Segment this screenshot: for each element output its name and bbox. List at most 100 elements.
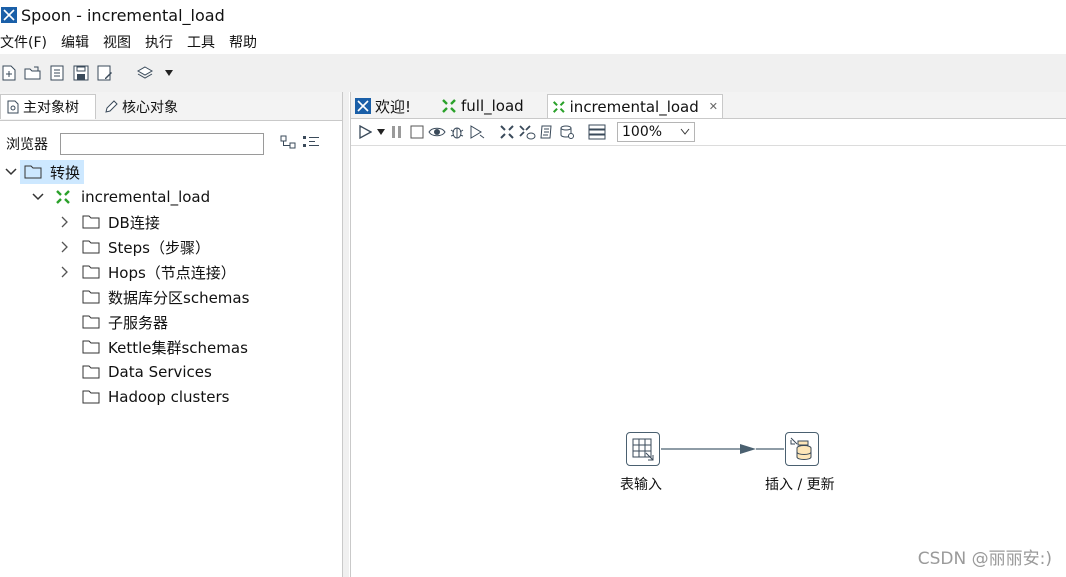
folder-icon: [24, 164, 42, 180]
tree-folder-row[interactable]: Steps（步骤）: [56, 235, 210, 259]
browser-row: 浏览器: [0, 130, 342, 158]
layers-icon[interactable]: [136, 64, 154, 82]
tree-transformation-label: incremental_load: [81, 188, 211, 206]
tree-folder-row[interactable]: Hadoop clusters: [82, 385, 229, 409]
editor-tabs: 欢迎! full_load incremental_load ✕: [351, 92, 1066, 119]
list-view-icon[interactable]: [302, 135, 320, 153]
chevron-right-icon[interactable]: [56, 238, 74, 256]
tree-folder-label: 数据库分区schemas: [108, 288, 250, 307]
run-icon[interactable]: [355, 122, 375, 142]
step-label-insert-update: 插入 / 更新: [765, 477, 835, 493]
menu-file[interactable]: 文件(F): [0, 35, 47, 51]
menu-run[interactable]: 执行: [144, 35, 173, 51]
left-panel: 主对象树 核心对象 浏览器 转换: [0, 92, 343, 577]
step-label-table-input: 表输入: [620, 477, 662, 493]
watermark-text: CSDN @丽丽安:): [917, 549, 1052, 569]
chevron-down-icon[interactable]: [2, 163, 20, 181]
open-folder-icon[interactable]: [24, 64, 42, 82]
stop-icon[interactable]: [407, 122, 427, 142]
menu-view[interactable]: 视图: [102, 35, 131, 51]
insert-update-icon: [790, 437, 812, 461]
menu-tools[interactable]: 工具: [186, 35, 215, 51]
pane-splitter[interactable]: [343, 92, 349, 577]
show-results-icon[interactable]: [587, 122, 607, 142]
transformation-icon: [442, 99, 456, 113]
spoon-icon: [355, 98, 371, 114]
canvas-toolbar: 100%: [351, 119, 1066, 146]
verify-icon[interactable]: [497, 122, 517, 142]
menu-bar: 文件(F) 编辑 视图 执行 工具 帮助: [0, 30, 1066, 54]
tab-full-load-label: full_load: [461, 97, 524, 115]
explore-repository-icon[interactable]: [48, 64, 66, 82]
chevron-right-icon[interactable]: [56, 213, 74, 231]
chevron-down-icon[interactable]: [160, 64, 178, 82]
tree-root-label: 转换: [50, 163, 81, 182]
preview-eye-icon[interactable]: [427, 122, 447, 142]
step-table-input[interactable]: [626, 432, 660, 466]
tab-incremental-load[interactable]: incremental_load ✕: [547, 94, 723, 118]
menu-help[interactable]: 帮助: [228, 35, 257, 51]
chevron-right-icon[interactable]: [56, 263, 74, 281]
expand-collapse-icon[interactable]: [280, 135, 296, 153]
tree-folder-row[interactable]: 数据库分区schemas: [82, 285, 249, 309]
tab-incremental-load-label: incremental_load: [569, 97, 699, 116]
tree-folder-row[interactable]: 子服务器: [82, 310, 168, 334]
tree-folder-label: Kettle集群schemas: [108, 338, 248, 357]
window-title: Spoon - incremental_load: [21, 5, 225, 25]
tab-welcome-label: 欢迎!: [375, 97, 412, 116]
title-bar: Spoon - incremental_load: [0, 0, 1066, 30]
tab-main-object-tree-label: 主对象树: [23, 100, 79, 116]
tree-folder-label: Hadoop clusters: [108, 388, 230, 406]
run-options-chevron-icon[interactable]: [375, 122, 387, 142]
zoom-value: 100%: [622, 124, 663, 140]
tree-folder-label: DB连接: [108, 213, 160, 232]
tree-root-row[interactable]: 转换: [2, 160, 85, 184]
document-icon: [7, 100, 19, 114]
tab-main-object-tree[interactable]: 主对象树: [0, 94, 96, 119]
step-insert-update[interactable]: [785, 432, 819, 466]
tree-folder-label: Data Services: [108, 363, 212, 381]
tree-folder-row[interactable]: Data Services: [82, 360, 212, 384]
chevron-down-icon[interactable]: [29, 188, 47, 206]
main-toolbar: [0, 54, 1066, 92]
folder-icon: [82, 314, 100, 330]
impact-icon[interactable]: [517, 122, 537, 142]
tree-folder-row[interactable]: DB连接: [56, 210, 160, 234]
folder-icon: [82, 239, 100, 255]
folder-icon: [82, 289, 100, 305]
save-as-icon[interactable]: [96, 64, 114, 82]
tree-root-selected[interactable]: 转换: [20, 160, 85, 184]
browser-search-input[interactable]: [60, 133, 264, 155]
debug-bug-icon[interactable]: [447, 122, 467, 142]
new-file-icon[interactable]: [0, 64, 18, 82]
tab-full-load[interactable]: full_load: [437, 94, 545, 118]
browser-label: 浏览器: [6, 137, 48, 153]
replay-icon[interactable]: [467, 122, 487, 142]
folder-icon: [82, 214, 100, 230]
tab-welcome[interactable]: 欢迎!: [351, 94, 435, 118]
menu-edit[interactable]: 编辑: [60, 35, 89, 51]
sql-script-icon[interactable]: [537, 122, 557, 142]
tree-folder-label: Hops（节点连接）: [108, 263, 236, 282]
folder-icon: [82, 389, 100, 405]
tree-folder-label: Steps（步骤）: [108, 238, 210, 257]
transformation-icon: [552, 100, 565, 113]
tab-core-objects-label: 核心对象: [122, 99, 178, 116]
tree-folder-row[interactable]: Kettle集群schemas: [82, 335, 248, 359]
save-icon[interactable]: [72, 64, 90, 82]
chevron-down-icon: [680, 128, 690, 135]
tree-folder-row[interactable]: Hops（节点连接）: [56, 260, 236, 284]
hop-connector[interactable]: [351, 146, 1066, 577]
left-panel-tabs: 主对象树 核心对象: [0, 92, 342, 121]
transformation-canvas[interactable]: 表输入 插入 / 更新: [351, 146, 1066, 577]
transformation-icon: [55, 189, 73, 205]
close-icon[interactable]: ✕: [708, 100, 718, 113]
folder-icon: [82, 364, 100, 380]
database-explore-icon[interactable]: [557, 122, 577, 142]
folder-icon: [82, 339, 100, 355]
zoom-select[interactable]: 100%: [617, 122, 695, 142]
tree-folder-label: 子服务器: [108, 313, 169, 332]
tab-core-objects[interactable]: 核心对象: [98, 94, 186, 119]
pause-icon[interactable]: [387, 122, 407, 142]
tree-transformation-row[interactable]: incremental_load: [29, 185, 210, 209]
